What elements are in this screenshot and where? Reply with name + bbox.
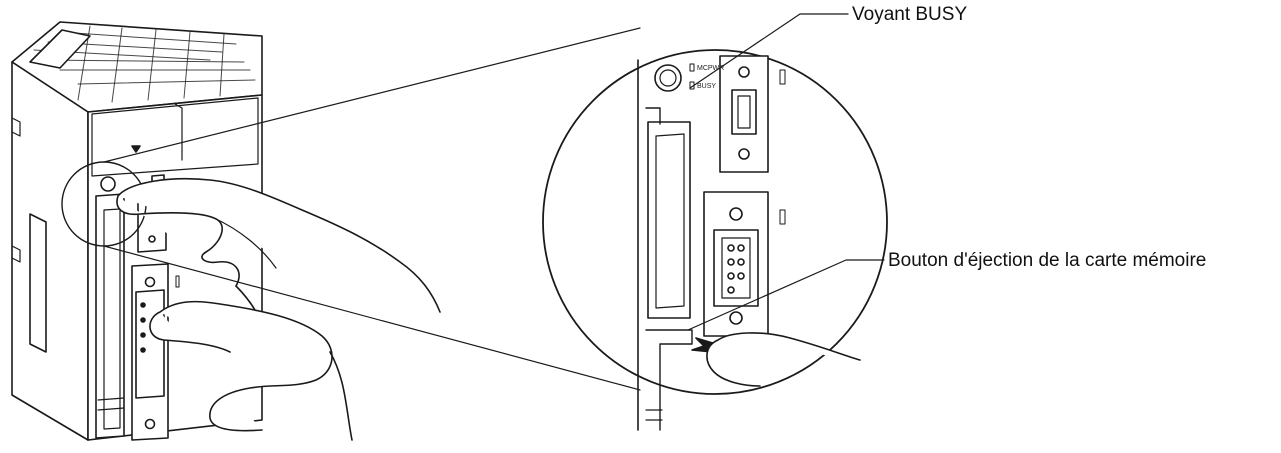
busy-label: BUSY (697, 83, 716, 90)
mcpwr-label: MCPWR (697, 65, 724, 72)
busy-indicator-label: Voyant BUSY (852, 4, 968, 25)
busy-leader-line (689, 13, 849, 89)
hand-upper (116, 177, 441, 341)
callout-leaders (687, 13, 885, 331)
magnification-lines (103, 27, 641, 391)
eject-leader-line (687, 259, 885, 331)
hand-lower (149, 300, 353, 441)
magnified-detail: MCPWR BUSY (542, 49, 888, 431)
eject-button-label: Bouton d'éjection de la carte mémoire (888, 250, 1207, 271)
